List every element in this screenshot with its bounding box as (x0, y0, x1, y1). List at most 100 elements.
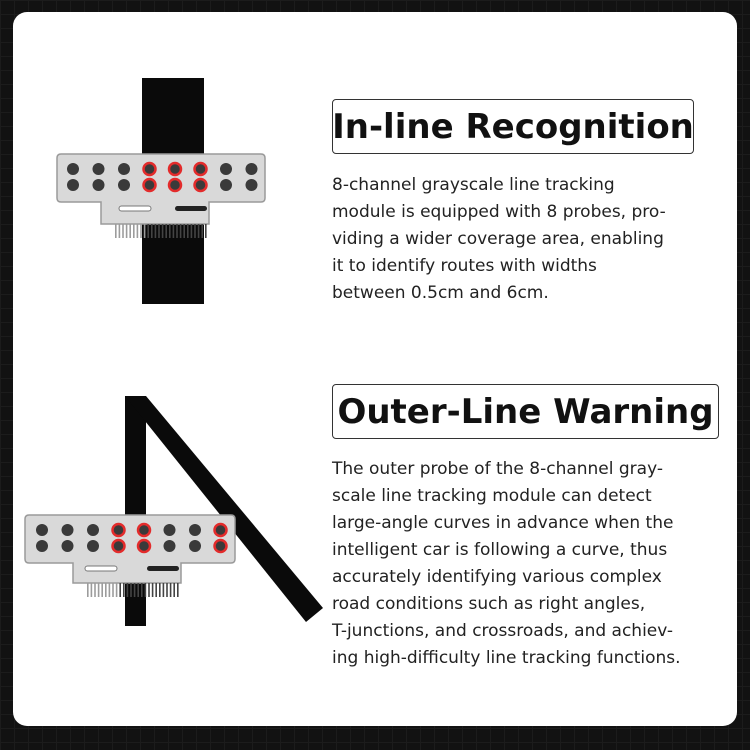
content-card: In-line Recognition 8-channel grayscale … (13, 12, 737, 726)
connector-pin (169, 583, 172, 597)
probe-active (193, 161, 208, 177)
inline-recognition-illustration (56, 78, 266, 304)
probe (87, 540, 99, 552)
probe (87, 524, 99, 536)
connector-pin (108, 583, 111, 597)
outer-line-warning-title: Outer-Line Warning (332, 384, 719, 439)
outer-line-warning-description: The outer probe of the 8-channel gray- s… (332, 459, 681, 668)
connector-pin (169, 224, 171, 238)
connector-pin (133, 224, 135, 238)
connector-pin (165, 224, 167, 238)
probe (163, 540, 176, 552)
connector-pin (141, 583, 143, 597)
connector-pin (159, 583, 161, 597)
connector-pin (151, 224, 153, 238)
probe-active (111, 522, 126, 538)
connector-pin (129, 224, 131, 238)
probe-active (193, 177, 208, 193)
probe (118, 163, 130, 175)
sensor-module (56, 153, 266, 238)
connector-pin (90, 583, 93, 597)
probe (61, 524, 74, 536)
connector-pin (162, 583, 165, 597)
connector-pin (125, 224, 128, 238)
connector-pin (137, 583, 139, 597)
connector-pin (173, 583, 175, 597)
connector-pin (190, 224, 193, 238)
probe (36, 540, 48, 552)
connector-pin (112, 583, 114, 597)
connector-pin (94, 583, 96, 597)
connector-pin (140, 224, 142, 238)
probe-active (142, 161, 157, 177)
connector-pin (166, 583, 168, 597)
probe (61, 540, 74, 552)
connector-pin (115, 224, 117, 238)
mounting-slot-right (147, 566, 179, 571)
probe-active (167, 177, 183, 193)
probe (245, 163, 258, 175)
connector-pin (155, 583, 157, 597)
probe (220, 163, 232, 175)
connector-pin (161, 224, 164, 238)
connector-pins (87, 583, 179, 597)
connector-pin (179, 224, 182, 238)
probe (189, 540, 201, 552)
connector-pin (197, 224, 200, 238)
probe (36, 524, 48, 536)
connector-pin (183, 224, 185, 238)
connector-pin (176, 224, 178, 238)
connector-pin (194, 224, 196, 238)
connector-pin (201, 224, 203, 238)
connector-pin (133, 583, 136, 597)
connector-pin (177, 583, 179, 597)
probe-active (213, 522, 228, 538)
outer-line-warning-illustration (24, 396, 323, 626)
probe-active (167, 161, 183, 177)
connector-pin (143, 224, 146, 238)
probe (118, 179, 130, 191)
probe-row (36, 522, 228, 554)
connector-pin (123, 583, 125, 597)
sensor-module (24, 514, 236, 597)
mounting-slot-left (84, 565, 118, 572)
track-line-diagonal (125, 396, 323, 622)
connector-pin (115, 583, 118, 597)
connector-pin (118, 224, 121, 238)
connector-pin (151, 583, 154, 597)
connector-pin (158, 224, 160, 238)
inline-recognition-title: In-line Recognition (332, 99, 694, 154)
connector-pins (115, 224, 207, 238)
mounting-slot-left (118, 205, 152, 212)
probe (163, 524, 176, 536)
probe-row (67, 161, 258, 193)
connector-pin (187, 224, 189, 238)
connector-pin (148, 583, 150, 597)
section-inline-recognition: In-line Recognition 8-channel grayscale … (13, 12, 737, 372)
probe-active (142, 177, 157, 193)
probe (245, 179, 258, 191)
probe (189, 524, 201, 536)
probe-active (213, 538, 228, 554)
connector-pin (136, 224, 139, 238)
connector-pin (97, 583, 100, 597)
probe (67, 163, 79, 175)
probe-active (136, 522, 152, 538)
probe (67, 179, 79, 191)
probe (220, 179, 232, 191)
inline-recognition-description: 8-channel grayscale line tracking module… (332, 175, 666, 303)
connector-pin (130, 583, 132, 597)
mounting-slot-right (175, 206, 207, 211)
connector-pin (205, 224, 207, 238)
probe (92, 179, 105, 191)
probe-active (136, 538, 152, 554)
connector-pin (172, 224, 175, 238)
connector-pin (154, 224, 157, 238)
probe-active (111, 538, 126, 554)
connector-pin (101, 583, 103, 597)
probe (92, 163, 105, 175)
connector-pin (122, 224, 124, 238)
connector-pin (119, 583, 121, 597)
connector-pin (105, 583, 107, 597)
connector-pin (126, 583, 129, 597)
